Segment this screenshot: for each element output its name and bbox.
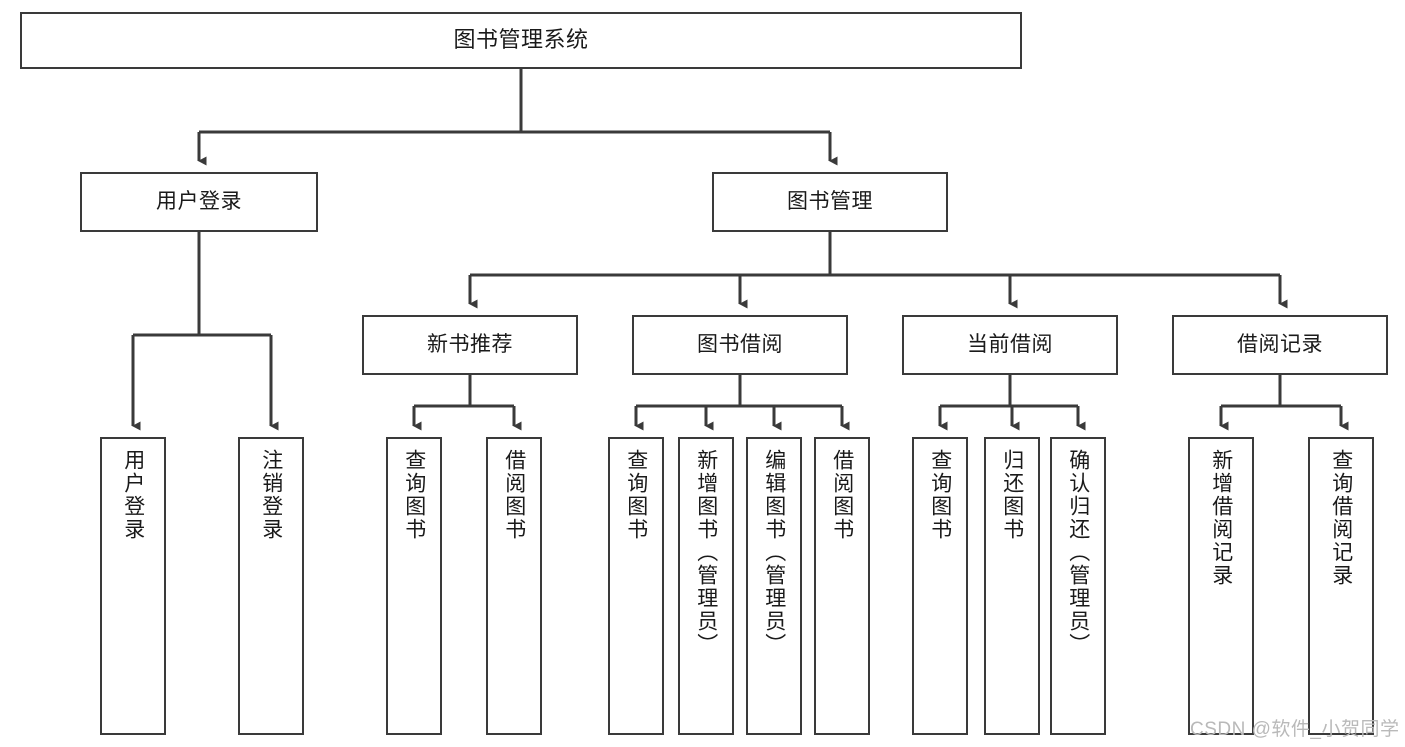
leaf-edit-book-admin[interactable]: 编辑图书（管理员） <box>746 437 802 735</box>
leaf-logout[interactable]: 注销登录 <box>238 437 304 735</box>
leaf-query-book-current[interactable]: 查询图书 <box>912 437 968 735</box>
leaf-query-book-current-label: 查询图书 <box>928 449 952 541</box>
csdn-watermark: CSDN @软件_小贺同学 <box>1190 719 1400 740</box>
leaf-borrow-book-label: 借阅图书 <box>830 449 854 541</box>
leaf-user-login[interactable]: 用户登录 <box>100 437 166 735</box>
node-book-borrow-label: 图书借阅 <box>697 333 783 357</box>
node-root[interactable]: 图书管理系统 <box>20 12 1022 69</box>
leaf-query-book-borrow[interactable]: 查询图书 <box>608 437 664 735</box>
node-new-book-recommend[interactable]: 新书推荐 <box>362 315 578 375</box>
leaf-query-book-borrow-label: 查询图书 <box>624 449 648 541</box>
leaf-confirm-return-admin[interactable]: 确认归还（管理员） <box>1050 437 1106 735</box>
node-book-management-label: 图书管理 <box>787 190 873 214</box>
leaf-borrow-book-newbook[interactable]: 借阅图书 <box>486 437 542 735</box>
leaf-query-book-newbook[interactable]: 查询图书 <box>386 437 442 735</box>
node-user-login-label: 用户登录 <box>156 190 242 214</box>
leaf-borrow-book[interactable]: 借阅图书 <box>814 437 870 735</box>
leaf-confirm-return-admin-label: 确认归还（管理员） <box>1066 449 1090 656</box>
node-book-management[interactable]: 图书管理 <box>712 172 948 232</box>
leaf-return-book-label: 归还图书 <box>1000 449 1024 541</box>
node-user-login[interactable]: 用户登录 <box>80 172 318 232</box>
node-root-label: 图书管理系统 <box>453 27 589 53</box>
leaf-borrow-book-newbook-label: 借阅图书 <box>502 449 526 541</box>
leaf-add-borrow-record[interactable]: 新增借阅记录 <box>1188 437 1254 735</box>
leaf-edit-book-admin-label: 编辑图书（管理员） <box>762 449 786 656</box>
leaf-query-borrow-record[interactable]: 查询借阅记录 <box>1308 437 1374 735</box>
leaf-add-borrow-record-label: 新增借阅记录 <box>1209 449 1233 587</box>
node-current-borrow-label: 当前借阅 <box>967 333 1053 357</box>
leaf-logout-label: 注销登录 <box>259 449 283 541</box>
leaf-query-book-newbook-label: 查询图书 <box>402 449 426 541</box>
leaf-user-login-label: 用户登录 <box>121 449 145 541</box>
node-current-borrow[interactable]: 当前借阅 <box>902 315 1118 375</box>
leaf-query-borrow-record-label: 查询借阅记录 <box>1329 449 1353 587</box>
node-book-borrow[interactable]: 图书借阅 <box>632 315 848 375</box>
leaf-return-book[interactable]: 归还图书 <box>984 437 1040 735</box>
node-borrow-record-label: 借阅记录 <box>1237 333 1323 357</box>
leaf-add-book-admin-label: 新增图书（管理员） <box>694 449 718 656</box>
leaf-add-book-admin[interactable]: 新增图书（管理员） <box>678 437 734 735</box>
node-new-book-recommend-label: 新书推荐 <box>427 333 513 357</box>
node-borrow-record[interactable]: 借阅记录 <box>1172 315 1388 375</box>
